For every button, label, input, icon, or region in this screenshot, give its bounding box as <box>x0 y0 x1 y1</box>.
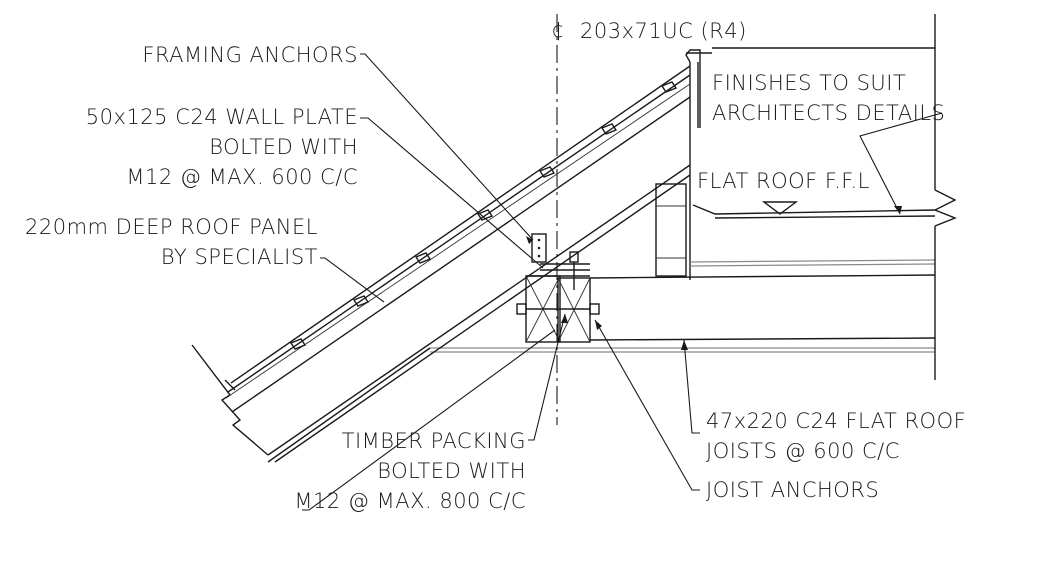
label-timber-packing-2: BOLTED WITH <box>377 459 526 483</box>
label-flat-roof-ffl: FLAT ROOF F.F.L <box>697 169 870 193</box>
label-finishes-2: ARCHITECTS DETAILS <box>712 101 945 125</box>
panel-fixings <box>289 81 678 350</box>
label-timber-packing-3: M12 @ MAX. 800 C/C <box>294 489 526 513</box>
centerline-label: 203x71UC (R4) <box>580 19 747 43</box>
label-roof-panel-1: 220mm DEEP ROOF PANEL <box>25 215 318 239</box>
label-framing-anchors: FRAMING ANCHORS <box>142 43 358 67</box>
leader-lines <box>302 53 943 511</box>
label-joists-2: JOISTS @ 600 C/C <box>706 439 900 463</box>
column-centerline: ¢ <box>551 14 565 425</box>
label-joist-anchors: JOIST ANCHORS <box>706 478 879 502</box>
label-wall-plate-1: 50x125 C24 WALL PLATE <box>86 105 358 129</box>
flat-roof-structure <box>430 14 957 380</box>
label-joists-1: 47x220 C24 FLAT ROOF <box>706 409 966 433</box>
label-wall-plate-2: BOLTED WITH <box>209 135 358 159</box>
wall-plate-assembly <box>516 233 600 343</box>
label-wall-plate-3: M12 @ MAX. 600 C/C <box>126 165 358 189</box>
label-timber-packing-1: TIMBER PACKING <box>342 429 526 453</box>
label-roof-panel-2: BY SPECIALIST <box>161 245 318 269</box>
ffl-datum-marker <box>761 201 799 215</box>
label-finishes-1: FINISHES TO SUIT <box>712 71 906 95</box>
pitched-roof-panel <box>191 65 691 463</box>
centerline-symbol: ¢ <box>551 18 565 42</box>
